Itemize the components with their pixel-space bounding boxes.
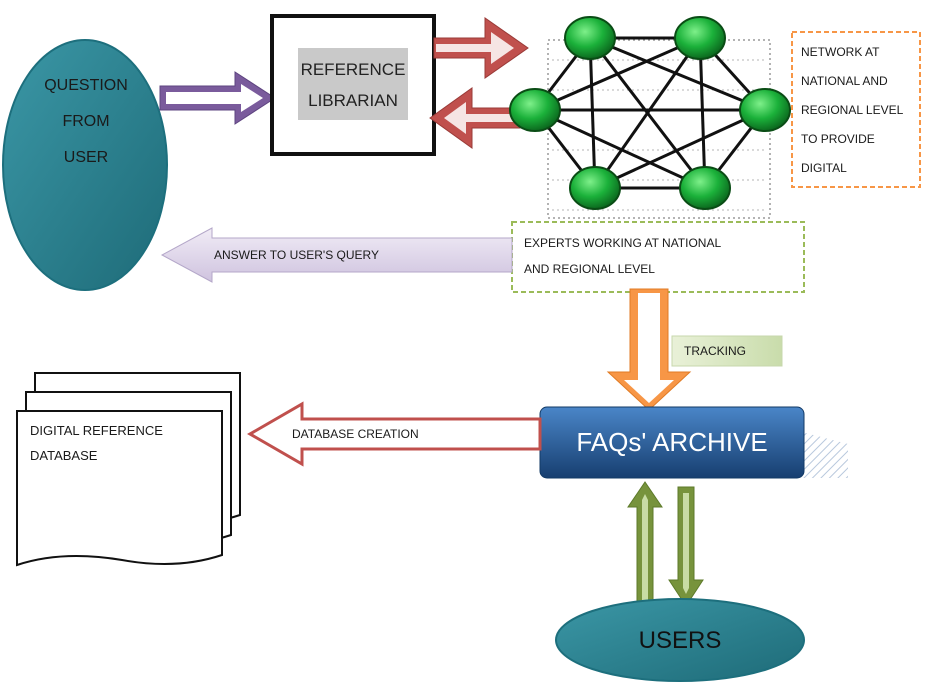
network-line-3: REGIONAL LEVEL <box>801 103 904 117</box>
digital-database-label: DIGITAL REFERENCE DATABASE <box>30 418 216 468</box>
question-ellipse <box>2 39 168 291</box>
answer-label: ANSWER TO USER'S QUERY <box>214 248 379 262</box>
librarian-label-bg <box>298 48 408 120</box>
network-mesh <box>533 36 767 190</box>
librarian-line-2: LIBRARIAN <box>308 91 398 110</box>
network-text-box <box>791 31 921 188</box>
network-line-5: DIGITAL <box>801 161 847 175</box>
network-line-1: NETWORK AT <box>801 45 880 59</box>
tracking-box <box>671 335 783 367</box>
experts-line-2: AND REGIONAL LEVEL <box>524 262 655 276</box>
users-ellipse <box>555 598 805 682</box>
network-node-5 <box>569 166 621 210</box>
digital-db-line-1: DIGITAL REFERENCE <box>30 423 163 438</box>
question-line-1: QUESTION <box>44 77 128 94</box>
answer-arrow <box>160 227 513 283</box>
database-creation-label: DATABASE CREATION <box>292 427 419 441</box>
network-node-2 <box>674 16 726 60</box>
digital-db-line-2: DATABASE <box>30 448 98 463</box>
question-label: QUESTION FROM USER <box>20 68 152 176</box>
librarian-line-1: REFERENCE <box>300 60 406 79</box>
experts-label: EXPERTS WORKING AT NATIONAL AND REGIONAL… <box>524 230 800 282</box>
librarian-label: REFERENCE LIBRARIAN <box>288 54 418 116</box>
question-line-2: FROM <box>62 113 110 130</box>
faq-reflection <box>802 432 848 478</box>
experts-line-1: EXPERTS WORKING AT NATIONAL <box>524 236 722 250</box>
tracking-label: TRACKING <box>684 344 747 358</box>
document-front <box>16 410 223 567</box>
network-node-3 <box>509 88 561 132</box>
network-label: NETWORK AT NATIONAL AND REGIONAL LEVEL T… <box>801 38 919 183</box>
network-dotted-texture <box>552 59 766 211</box>
users-label: USERS <box>638 627 722 654</box>
network-node-4 <box>739 88 791 132</box>
network-node-1 <box>564 16 616 60</box>
faq-archive-label: FAQs' ARCHIVE <box>576 427 768 457</box>
question-line-3: USER <box>63 149 109 166</box>
database-creation-arrow <box>246 401 542 467</box>
network-line-4: TO PROVIDE <box>801 132 875 146</box>
network-node-6 <box>679 166 731 210</box>
network-line-2: NATIONAL AND <box>801 74 888 88</box>
